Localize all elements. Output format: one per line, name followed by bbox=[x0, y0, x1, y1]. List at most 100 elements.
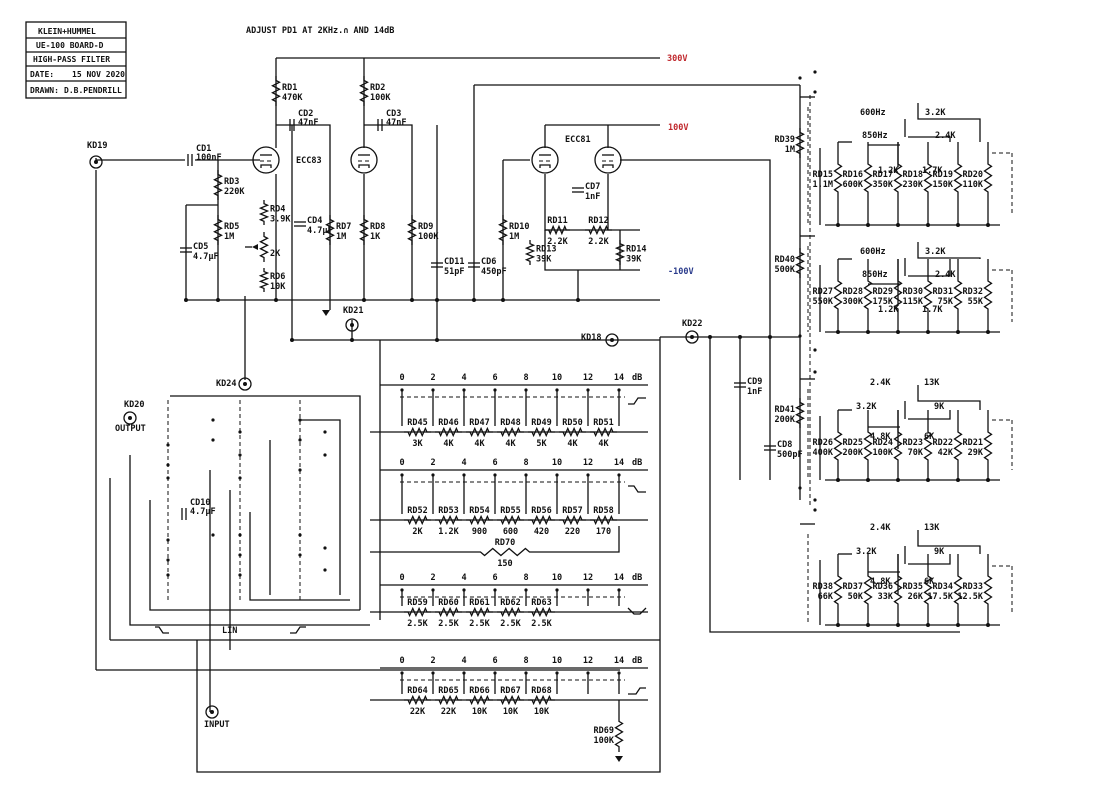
selector-label: 1.2K bbox=[878, 166, 899, 176]
resistor-value: 66K bbox=[818, 592, 834, 602]
resistor-symbol bbox=[528, 514, 555, 526]
resistor-ref: RD63 bbox=[531, 598, 551, 608]
db-step-label: 0 bbox=[399, 573, 404, 583]
tube-ecc81-b bbox=[594, 146, 622, 174]
connector-kd20-output bbox=[123, 411, 137, 425]
resistor-symbol bbox=[923, 158, 933, 198]
rail-neg100v-label: -100V bbox=[668, 267, 694, 277]
resistor-ref: RD66 bbox=[469, 686, 489, 696]
resistor-value: 1K bbox=[370, 232, 381, 242]
resistor-ref: RD22 bbox=[933, 438, 953, 448]
resistor-symbol bbox=[953, 158, 963, 198]
resistor-value: 400K bbox=[813, 448, 834, 458]
resistor-symbol bbox=[435, 514, 462, 526]
resistor-value: 2.2K bbox=[547, 237, 568, 247]
resistor-value: 2.5K bbox=[407, 619, 428, 629]
resistor-ref: RD11 bbox=[547, 216, 567, 226]
resistor-ref: RD36 bbox=[873, 582, 893, 592]
junction-dot bbox=[362, 298, 366, 302]
resistor-symbol bbox=[795, 128, 805, 158]
resistor-symbol bbox=[614, 240, 626, 265]
capacitor-value: 4.7µF bbox=[193, 252, 219, 262]
resistor-value: 2.2K bbox=[588, 237, 609, 247]
resistor-symbol bbox=[559, 426, 586, 438]
switch-contact bbox=[813, 370, 817, 374]
junction-dot bbox=[926, 478, 930, 482]
resistor-value: 39K bbox=[536, 255, 552, 265]
resistor-symbol bbox=[983, 570, 993, 610]
connector-kd18-pin bbox=[610, 338, 614, 342]
kd24-label: KD24 bbox=[216, 379, 236, 389]
switch-contact bbox=[238, 453, 242, 457]
db-step-label: 12 bbox=[583, 373, 593, 383]
connector-kd22 bbox=[685, 330, 699, 344]
resistor-ref: RD47 bbox=[469, 418, 489, 428]
db-step-label: 6 bbox=[492, 458, 497, 468]
resistor-value: 900 bbox=[472, 527, 487, 537]
resistor-symbol bbox=[435, 606, 462, 618]
junction-dot bbox=[896, 330, 900, 334]
resistor-value: 17.5K bbox=[927, 592, 953, 602]
db-step-label: 8 bbox=[523, 573, 528, 583]
resistor-symbol bbox=[259, 232, 269, 262]
db-step-label: 2 bbox=[430, 656, 435, 666]
resistor-ref: RD39 bbox=[775, 135, 795, 145]
db-step-label: 2 bbox=[430, 458, 435, 468]
junction-dot bbox=[768, 335, 772, 339]
resistor-ref: RD23 bbox=[903, 438, 923, 448]
output-label: OUTPUT bbox=[115, 424, 146, 434]
switch-contact bbox=[493, 588, 497, 592]
resistor-value: 2.5K bbox=[469, 619, 490, 629]
db-step-label: 2 bbox=[430, 373, 435, 383]
lin-label: LIN bbox=[222, 626, 237, 636]
resistor-ref: RD60 bbox=[438, 598, 458, 608]
db-step-label: 14 bbox=[614, 656, 624, 666]
switch-contact bbox=[493, 473, 497, 477]
resistor-symbol bbox=[213, 170, 223, 200]
junction-dot bbox=[866, 623, 870, 627]
resistor-symbol bbox=[497, 606, 524, 618]
junction-dot bbox=[501, 298, 505, 302]
resistor-ref: RD15 bbox=[813, 170, 833, 180]
wire bbox=[908, 136, 951, 142]
resistor-ref: RD46 bbox=[438, 418, 458, 428]
switch-contact bbox=[400, 388, 404, 392]
tube-ecc83-b-cathode bbox=[358, 164, 370, 168]
resistor-symbol bbox=[404, 606, 431, 618]
resistor-symbol bbox=[404, 426, 431, 438]
capacitor-value: 100nF bbox=[196, 153, 222, 163]
selector-label: 3.2K bbox=[925, 108, 946, 118]
selector-label: 2.4K bbox=[870, 378, 891, 388]
resistor-ref: RD38 bbox=[813, 582, 833, 592]
resistor-ref: RD54 bbox=[469, 506, 489, 516]
resistor-symbol bbox=[497, 426, 524, 438]
resistor-value: 39K bbox=[626, 255, 642, 265]
resistor-symbol bbox=[404, 694, 431, 706]
resistor-value: 4K bbox=[443, 439, 454, 449]
resistor-ref: RD8 bbox=[370, 222, 385, 232]
switch-contact bbox=[798, 486, 802, 490]
connector-kd24-pin bbox=[243, 382, 247, 386]
wire bbox=[917, 530, 981, 554]
wire bbox=[196, 337, 661, 773]
resistor-value: 50K bbox=[848, 592, 864, 602]
capacitor-ref: CD10 bbox=[190, 498, 210, 508]
resistor-value: 4K bbox=[598, 439, 609, 449]
switch-contact bbox=[555, 388, 559, 392]
resistor-symbol bbox=[325, 215, 335, 245]
connector-kd20-output-pin bbox=[128, 416, 132, 420]
resistor-ref: RD32 bbox=[963, 287, 983, 297]
switch-contact bbox=[555, 588, 559, 592]
junction-dot bbox=[290, 338, 294, 342]
switch-contact bbox=[813, 70, 817, 74]
switch-contact bbox=[462, 671, 466, 675]
resistor-ref: RD31 bbox=[933, 287, 953, 297]
resistor-symbol bbox=[528, 606, 555, 618]
resistor-value: 22K bbox=[441, 707, 457, 717]
selector-label: 2.4K bbox=[935, 270, 956, 280]
selector-label: 600Hz bbox=[860, 108, 886, 118]
capacitor-value: 4.7µF bbox=[190, 507, 216, 517]
selector-label: 3.2K bbox=[856, 402, 877, 412]
resistor-ref: RD25 bbox=[843, 438, 863, 448]
db-step-label: 0 bbox=[399, 656, 404, 666]
